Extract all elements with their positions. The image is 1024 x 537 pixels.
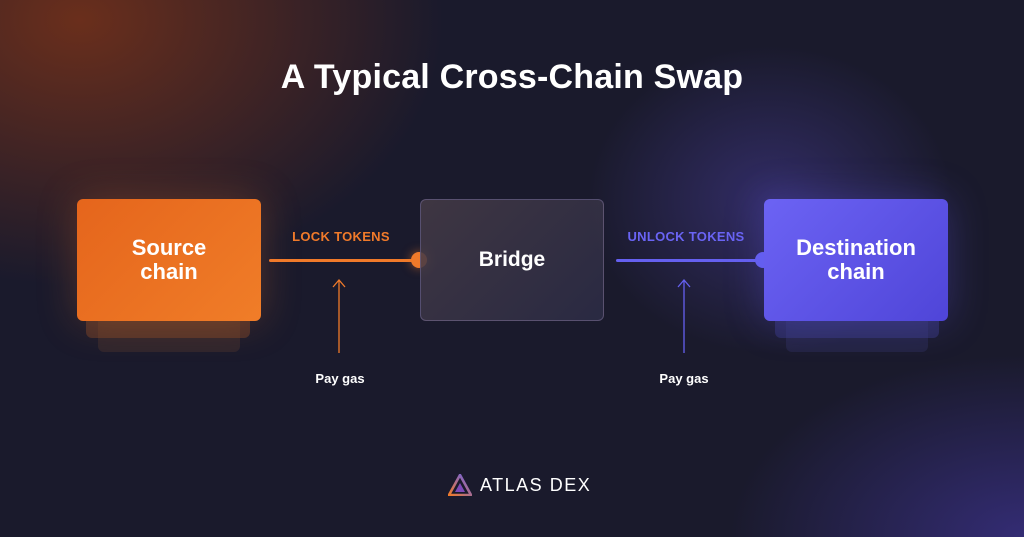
diagram-title: A Typical Cross-Chain Swap	[280, 58, 744, 96]
atlas-triangle-icon	[448, 474, 472, 496]
brand-name: ATLAS DEX	[480, 474, 592, 495]
destination-chain-box: Destination chain	[764, 199, 948, 321]
lock-tokens-line	[269, 259, 419, 262]
unlock-tokens-label: UNLOCK TOKENS	[627, 229, 745, 244]
pay-gas-arrow-up-icon	[677, 279, 691, 353]
source-chain-box: Source chain	[77, 199, 261, 321]
brand-logo-lockup: ATLAS DEX	[448, 474, 591, 496]
source-chain-label: Source chain	[131, 234, 207, 284]
pay-gas-label-unlock: Pay gas	[659, 371, 709, 386]
lock-tokens-label: LOCK TOKENS	[292, 229, 390, 244]
bridge-label: Bridge	[478, 248, 546, 272]
bridge-box: Bridge	[420, 199, 604, 321]
unlock-tokens-line	[616, 259, 764, 262]
destination-chain-label: Destination chain	[796, 234, 916, 284]
pay-gas-label-lock: Pay gas	[315, 371, 365, 386]
pay-gas-arrow-up-icon	[332, 279, 346, 353]
